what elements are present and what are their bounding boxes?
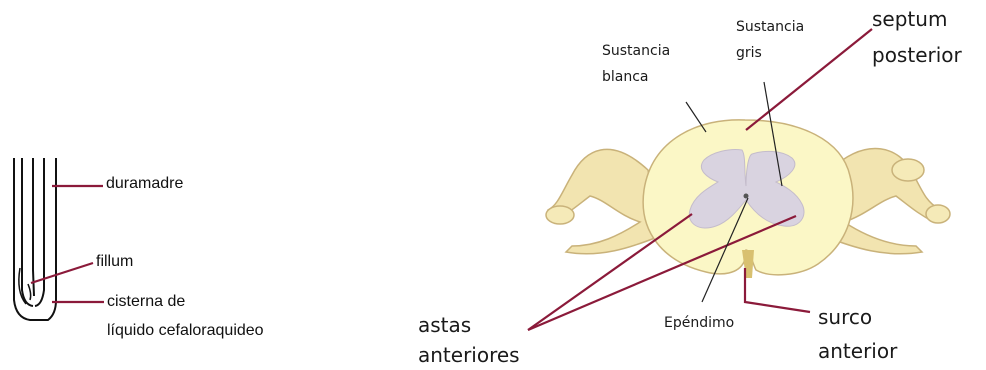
dural-sac-sketch	[14, 158, 56, 320]
left-pointers	[31, 186, 104, 302]
label-fillum: fillum	[96, 252, 133, 272]
filum-strand-center	[33, 158, 34, 296]
septum-pointer	[746, 29, 872, 130]
label-sustancia-gris-line1: Sustancia	[736, 18, 804, 36]
label-sustancia-gris-line2: gris	[736, 44, 762, 62]
label-surco-line1: surco	[818, 304, 872, 330]
label-cisterna-line1: cisterna de	[107, 292, 185, 312]
label-surco-line2: anterior	[818, 338, 897, 364]
ganglion-right	[892, 159, 924, 181]
ganglion-left	[546, 206, 574, 224]
filum-tip-mark	[28, 284, 31, 300]
label-sustancia-blanca-line2: blanca	[602, 68, 649, 86]
label-sustancia-blanca-line1: Sustancia	[602, 42, 670, 60]
astas-pointer-left	[528, 214, 692, 330]
anterior-fissure	[742, 250, 754, 278]
label-septum-line2: posterior	[872, 42, 962, 68]
filum-strand-right	[35, 158, 44, 306]
label-astas-line2: anteriores	[418, 342, 520, 368]
label-astas-line1: astas	[418, 312, 471, 338]
label-cisterna-line2: líquido cefaloraquideo	[107, 321, 264, 341]
label-ependimo: Epéndimo	[664, 314, 734, 332]
central-canal	[744, 194, 749, 199]
dural-sac-outer-outline	[14, 158, 56, 320]
nerve-end-right	[926, 205, 950, 223]
label-septum-line1: septum	[872, 6, 947, 32]
label-duramadre: duramadre	[106, 174, 183, 194]
fillum-pointer	[31, 263, 93, 283]
